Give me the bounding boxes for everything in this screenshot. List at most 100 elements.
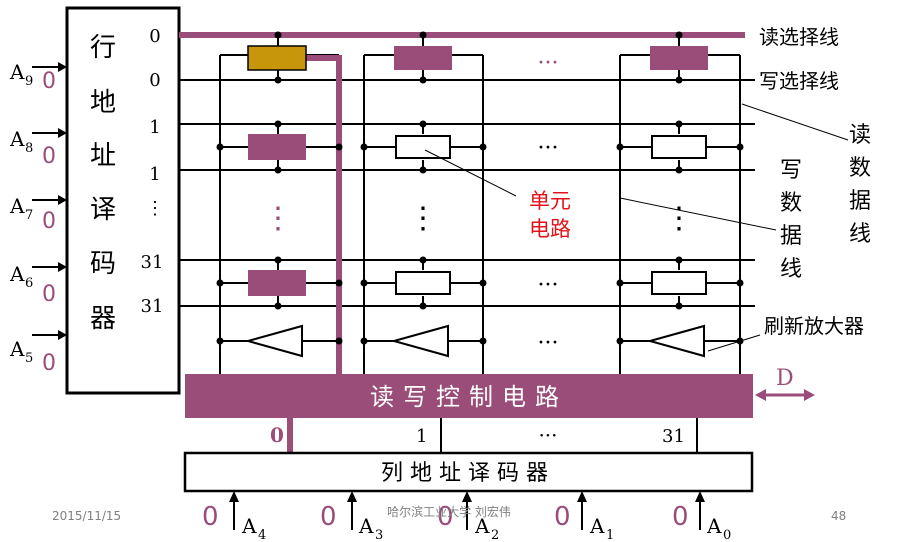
svg-text:数: 数: [849, 156, 871, 181]
row-decoder-box: [65, 6, 181, 395]
addr-sub: 7: [25, 208, 33, 223]
cell-circuit-label: 单元 电路: [529, 189, 571, 241]
memory-cells: [247, 45, 708, 296]
rw-control-label: 读写控制电路: [370, 383, 568, 411]
addr-sub: 2: [491, 528, 499, 542]
h-ellipsis: ···: [538, 273, 559, 298]
column-output-label: 31: [662, 426, 685, 447]
row-output-label: 31: [141, 296, 164, 317]
addr-sub: 4: [258, 528, 266, 542]
addr-letter: A: [9, 60, 25, 84]
column-output-label: 0: [270, 423, 284, 447]
cell-circuit: [395, 135, 451, 159]
cell-circuit: [651, 271, 707, 295]
addr-sub: 0: [723, 528, 731, 542]
addr-value: 0: [42, 144, 56, 169]
svg-text:线: 线: [849, 222, 871, 247]
h-ellipsis: ···: [538, 51, 559, 76]
refresh-amplifier: [390, 324, 449, 358]
addr-sub: 5: [25, 351, 33, 366]
row-input-a6: A 6 0: [9, 262, 67, 307]
row-decoder-char: 码: [90, 249, 116, 279]
addr-value: 0: [554, 502, 571, 532]
refresh-amp-pointer: [707, 334, 761, 352]
addr-value: 0: [672, 502, 689, 532]
column-output-ellipsis: ···: [538, 423, 557, 447]
addr-sub: 8: [25, 141, 33, 156]
col-input-a0: 0 A 0: [672, 491, 731, 542]
selected-write-path: [306, 55, 342, 374]
row-address-inputs: A 9 0 A 8 0 A 7 0 A 6 0 A: [9, 60, 67, 376]
col-input-a3: 0 A 3: [320, 491, 383, 542]
addr-letter: A: [474, 514, 490, 538]
cell: [650, 46, 708, 70]
refresh-amp-label: 刷新放大器: [764, 314, 864, 338]
row-output-label: 0: [149, 26, 160, 47]
row-decoder-char: 地: [90, 88, 116, 118]
write-data-line-label: 写 数 据 线: [780, 158, 802, 282]
addr-value: 0: [437, 502, 454, 532]
addr-letter: A: [241, 514, 257, 538]
cell-selected: [247, 45, 307, 71]
h-ellipsis: ···: [538, 136, 559, 161]
refresh-amplifier: [646, 324, 705, 358]
col-input-a2: 0 A 2: [437, 491, 499, 542]
addr-letter: A: [9, 194, 25, 218]
cell-circuit-pointer: [424, 149, 517, 197]
ellipses: ··· ··· ··· ··· ⋮ ⋮ ⋮: [263, 51, 694, 356]
svg-text:读: 读: [849, 123, 871, 148]
addr-value: 0: [42, 351, 56, 376]
addr-letter: A: [706, 514, 722, 538]
column-address-inputs: 0 A 4 0 A 3 0 A 2 0 A 1 0: [202, 491, 731, 542]
addr-sub: 9: [25, 74, 33, 89]
column-output-label: 1: [416, 426, 427, 447]
write-data-line-pointer: [619, 197, 777, 231]
row-input-a8: A 8 0: [9, 127, 67, 169]
addr-letter: A: [589, 514, 605, 538]
addr-value: 0: [42, 69, 56, 94]
svg-text:线: 线: [780, 257, 802, 282]
cell: [248, 270, 306, 296]
row-decoder-outputs: 0 0 1 1 ⋮ 31 31: [141, 26, 164, 317]
v-ellipsis: ⋮: [664, 201, 694, 236]
write-select-line-label: 写选择线: [759, 69, 839, 93]
addr-sub: 3: [375, 528, 383, 542]
refresh-amplifiers: [244, 324, 705, 358]
addr-value: 0: [42, 209, 56, 234]
cell-connectors: [220, 70, 740, 342]
footer-date: 2015/11/15: [52, 509, 121, 523]
svg-text:据: 据: [780, 224, 802, 249]
row-decoder-char: 器: [90, 304, 116, 334]
cell: [394, 46, 452, 70]
row-output-label: 0: [149, 70, 160, 91]
row-decoder-char: 译: [90, 195, 116, 225]
footer-page: 48: [831, 509, 846, 523]
col-input-a4: 0 A 4: [202, 491, 266, 542]
v-ellipsis: ⋮: [408, 201, 438, 236]
row-output-label: 1: [149, 164, 160, 185]
read-data-line-pointer: [741, 103, 849, 141]
svg-text:单元: 单元: [529, 189, 571, 213]
cell: [248, 134, 306, 160]
row-input-a5: A 5 0: [9, 330, 67, 376]
col-input-a1: 0 A 1: [554, 491, 614, 542]
cell-circuit: [651, 135, 707, 159]
column-decoder-box: [183, 451, 754, 493]
row-decoder-char: 址: [90, 141, 116, 171]
read-select-line-label: 读选择线: [759, 25, 839, 49]
read-data-line-label: 读 数 据 线: [849, 123, 871, 247]
cell-circuit: [395, 271, 451, 295]
footer-source: 哈尔滨工业大学 刘宏伟: [387, 504, 511, 519]
svg-text:写: 写: [780, 158, 802, 183]
v-ellipsis: ⋮: [263, 201, 293, 236]
data-io-arrow: D: [755, 366, 815, 401]
addr-sub: 1: [606, 528, 614, 542]
row-decoder-char: 行: [90, 33, 116, 63]
addr-letter: A: [9, 337, 25, 361]
row-input-a9: A 9 0: [9, 60, 67, 94]
data-io-label: D: [776, 366, 794, 391]
addr-letter: A: [9, 262, 25, 286]
row-output-label: 31: [141, 252, 164, 273]
row-dots: ⋮: [146, 198, 164, 219]
addr-sub: 6: [25, 276, 33, 291]
